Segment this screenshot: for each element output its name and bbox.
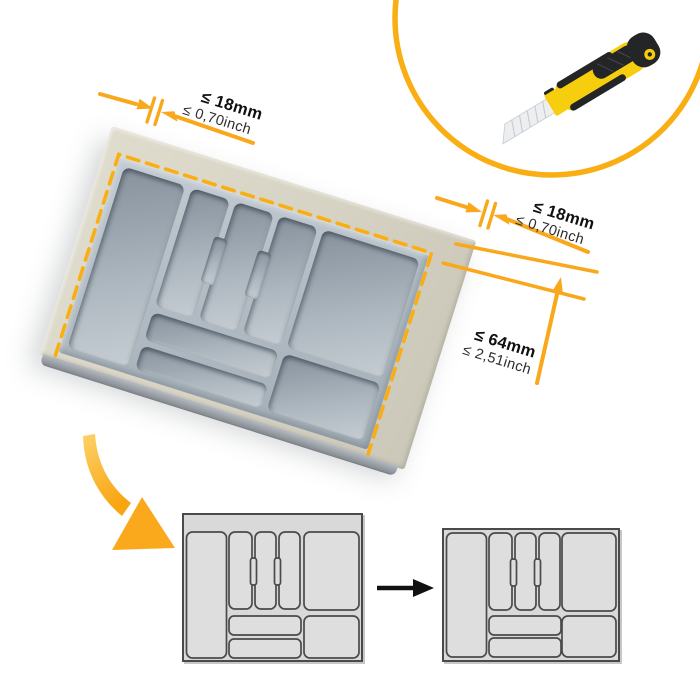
cutlery-tray-photo [39,126,477,477]
dimension-top-label: ≤ 18mm ≤ 0,70inch [180,84,265,142]
dimension-right-label: ≤ 18mm ≤ 0,70inch [513,194,597,251]
cut-line-dashed [53,152,434,457]
curved-arrow-down-icon [83,434,175,550]
tray-surface [58,156,430,450]
cut-badge-circle [392,0,700,178]
arrow-right-icon [377,579,434,597]
tray-schematic-after [442,528,620,662]
utility-knife-icon [502,32,661,145]
dimension-depth-label: ≤ 64mm ≤ 2,51inch [460,324,538,380]
tray-schematic-before [182,513,363,662]
